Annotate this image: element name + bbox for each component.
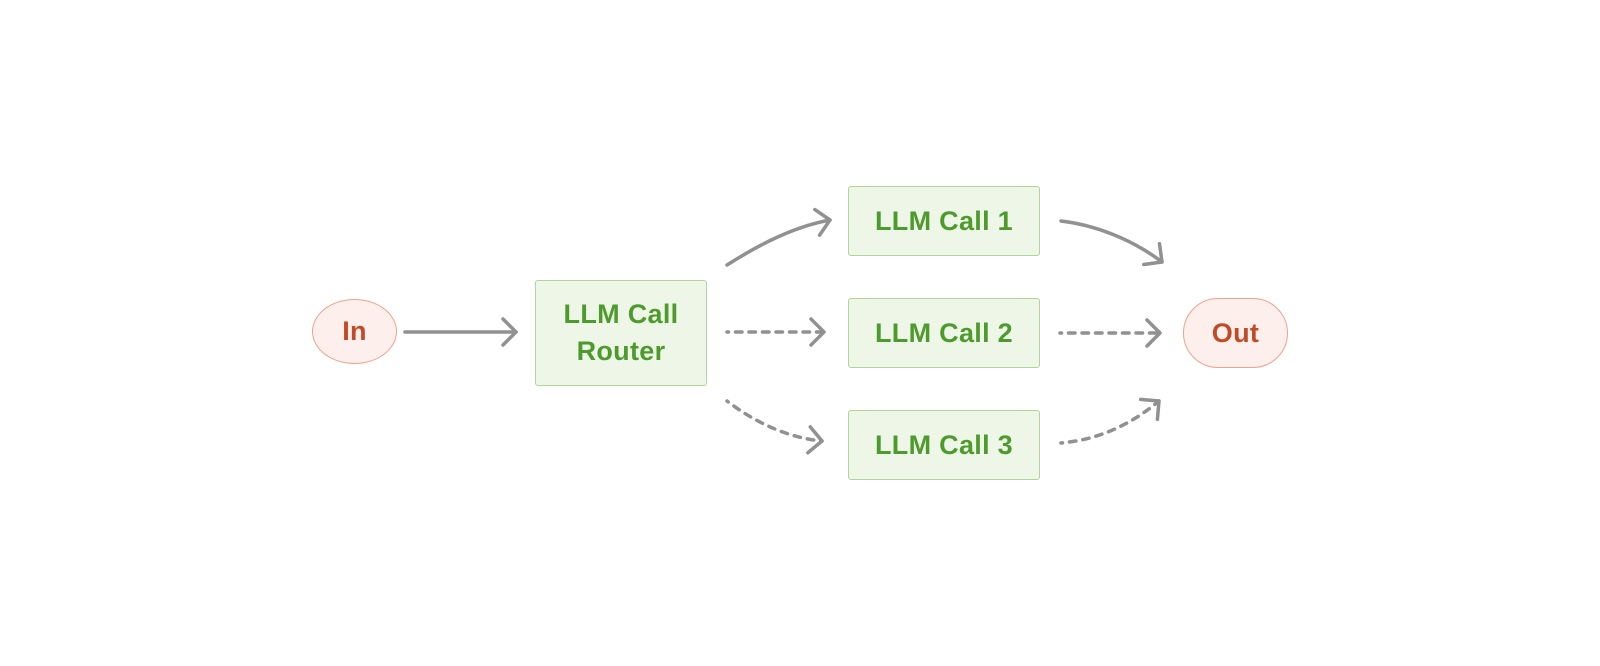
node-llm-call-2-label: LLM Call 2 xyxy=(874,317,1013,348)
node-llm-call-3: LLM Call 3 xyxy=(848,410,1040,480)
node-llm-call-2: LLM Call 2 xyxy=(848,298,1040,368)
edge-router-call3 xyxy=(725,399,824,455)
node-llm-call-3-label: LLM Call 3 xyxy=(874,429,1013,460)
node-out: Out xyxy=(1183,298,1288,368)
node-in: In xyxy=(312,299,397,364)
node-llm-call-router: LLM Call Router xyxy=(535,280,707,386)
edge-call1-out xyxy=(1059,219,1164,267)
edge-call3-out xyxy=(1059,397,1161,445)
edge-router-call1 xyxy=(725,207,832,267)
node-llm-call-1: LLM Call 1 xyxy=(848,186,1040,256)
node-llm-call-1-label: LLM Call 1 xyxy=(874,205,1013,236)
node-out-label: Out xyxy=(1211,317,1260,348)
node-llm-call-router-label: LLM Call Router xyxy=(563,299,679,366)
node-in-label: In xyxy=(342,316,367,347)
